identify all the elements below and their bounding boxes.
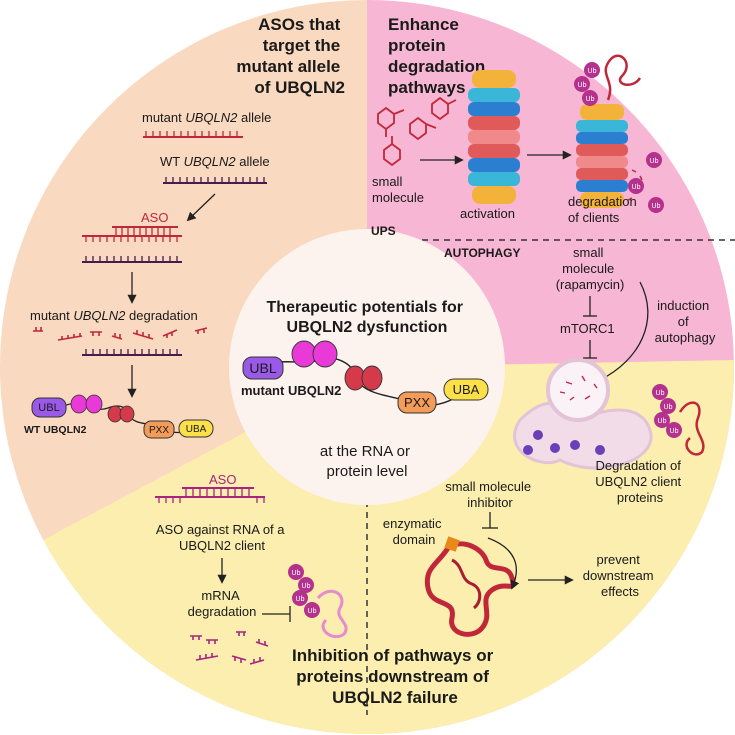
- svg-text:Ub: Ub: [632, 184, 641, 191]
- ubiquitin-chain-top: Ub Ub Ub: [574, 62, 600, 106]
- wt-ubqln2-protein: UBL PXX UBA WT UBQLN2: [24, 394, 214, 439]
- mutant-ubqln2-label: mutant UBQLN2: [241, 383, 341, 398]
- substrate-chain: [604, 54, 642, 101]
- wt-pxx-text: PXX: [149, 425, 169, 436]
- mtorc1-label: mTORC1: [560, 321, 615, 336]
- svg-text:Ub: Ub: [652, 203, 661, 210]
- arrow-enzyme-curve: [487, 537, 520, 590]
- proteasome-icon: [468, 70, 520, 204]
- quadrant-aso: ASOs that target the mutant allele of UB…: [24, 15, 345, 439]
- aso-label-bottom: ASO: [209, 472, 236, 487]
- aso-duplex: [82, 226, 182, 242]
- aso-against-label: ASO against RNA of a UBQLN2 client: [156, 522, 288, 553]
- center-circle: [229, 229, 505, 505]
- mutant-uba-domain: [443, 378, 489, 401]
- mutant-sti1-1: [291, 340, 317, 368]
- svg-text:Ub: Ub: [296, 596, 305, 603]
- svg-text:Ub: Ub: [650, 158, 659, 165]
- mutant-ubl-domain: [242, 356, 284, 380]
- svg-text:Ub: Ub: [302, 583, 311, 590]
- wt-uba-domain: [178, 419, 214, 438]
- wt-allele-dna-2: [82, 256, 182, 263]
- svg-text:Ub: Ub: [588, 68, 597, 75]
- wt-pxx-domain: [143, 420, 175, 439]
- quadrant-aso-title: ASOs that target the mutant allele of UB…: [236, 15, 345, 97]
- wt-allele-dna: [163, 177, 267, 184]
- svg-text:Ub: Ub: [670, 428, 679, 435]
- quadrant-inhibition: ASO ASO against RNA of a UBQLN2 client m…: [155, 472, 657, 707]
- aso-rna-duplex: [155, 487, 265, 503]
- center-title: Therapeutic potentials for UBQLN2 dysfun…: [267, 299, 468, 336]
- induction-label: induction of autophagy: [655, 298, 716, 345]
- mutant-pxx-domain: [397, 391, 437, 414]
- mrna-fragments: [190, 631, 269, 665]
- svg-text:Ub: Ub: [308, 608, 317, 615]
- svg-text:Ub: Ub: [656, 390, 665, 397]
- mutant-degradation-label: mutant UBQLN2 degradation: [30, 308, 198, 323]
- wt-ubqln2-label: WT UBQLN2: [24, 424, 87, 436]
- mutant-sti1-2: [312, 340, 338, 368]
- mutant-ubqln2-protein: UBL PXX UBA: [242, 340, 489, 414]
- wt-sti1-1: [70, 394, 88, 414]
- rapamycin-label: small molecule (rapamycin): [556, 245, 625, 292]
- center-level-label: at the RNA or protein level: [320, 443, 414, 480]
- small-molecule-label: small molecule: [372, 174, 424, 205]
- mutant-ubl-text: UBL: [249, 360, 276, 376]
- degraded-fragments: [33, 327, 208, 341]
- enzymatic-domain-square: [444, 536, 460, 552]
- svg-text:Ub: Ub: [586, 96, 595, 103]
- mutant-allele-dna: [143, 131, 243, 138]
- prevent-label: prevent downstream effects: [583, 552, 657, 599]
- ubiquitin-client: Ub Ub Ub Ub: [652, 384, 705, 456]
- quadrant-degradation: Enhance protein degradation pathways sma…: [371, 15, 716, 505]
- arrow-induction: [598, 281, 649, 381]
- center-content: Therapeutic potentials for UBQLN2 dysfun…: [241, 299, 489, 480]
- enzymatic-domain-label: enzymatic domain: [383, 516, 445, 547]
- inhibit-mtorc1: [583, 296, 597, 317]
- inhibitor-label: small molecule inhibitor: [445, 479, 535, 510]
- svg-text:Ub: Ub: [292, 570, 301, 577]
- ups-label: UPS: [371, 224, 396, 238]
- mrna-degradation-label: mRNA degradation: [188, 588, 257, 619]
- quadrant-degradation-title: Enhance protein degradation pathways: [388, 15, 490, 97]
- wt-ubl-text: UBL: [38, 402, 59, 414]
- quadrant-inhibition-title: Inhibition of pathways or proteins downs…: [292, 646, 498, 707]
- wt-allele-label: WT UBQLN2 allele: [160, 154, 270, 169]
- degradation-client-proteins-label: Degradation of UBQLN2 client proteins: [595, 458, 685, 505]
- wt-sti1-2: [85, 394, 103, 414]
- proteasome-icon-2: [576, 104, 628, 208]
- inhibit-client: [262, 606, 291, 622]
- ubiquitin-released: Ub Ub Ub: [627, 152, 664, 213]
- wt-uba-text: UBA: [186, 424, 207, 435]
- mutant-pxx-text: PXX: [404, 395, 430, 410]
- wt-ubl-domain: [31, 397, 67, 418]
- small-molecule-structures: [377, 96, 457, 167]
- svg-text:Ub: Ub: [664, 404, 673, 411]
- autophagy-label: AUTOPHAGY: [444, 246, 520, 260]
- arrow-wt-to-aso: [186, 193, 216, 222]
- activation-label: activation: [460, 206, 515, 221]
- enzyme-protein-icon: [424, 536, 516, 637]
- autophagosome-icon: [513, 358, 653, 470]
- ubiquitinated-client: Ub Ub Ub Ub: [288, 564, 348, 639]
- mutant-allele-label: mutant UBQLN2 allele: [142, 110, 271, 125]
- mutant-sti1-4: [361, 365, 383, 391]
- degradation-clients-label: degradation of clients: [568, 194, 640, 225]
- inhibit-enzyme: [482, 512, 498, 529]
- mutant-uba-text: UBA: [453, 382, 480, 397]
- aso-label-top: ASO: [141, 210, 168, 225]
- svg-text:Ub: Ub: [578, 82, 587, 89]
- svg-text:Ub: Ub: [658, 418, 667, 425]
- inhibit-autophagy: [583, 340, 597, 359]
- wt-sti1-4: [119, 405, 135, 423]
- wt-allele-dna-3: [82, 349, 182, 356]
